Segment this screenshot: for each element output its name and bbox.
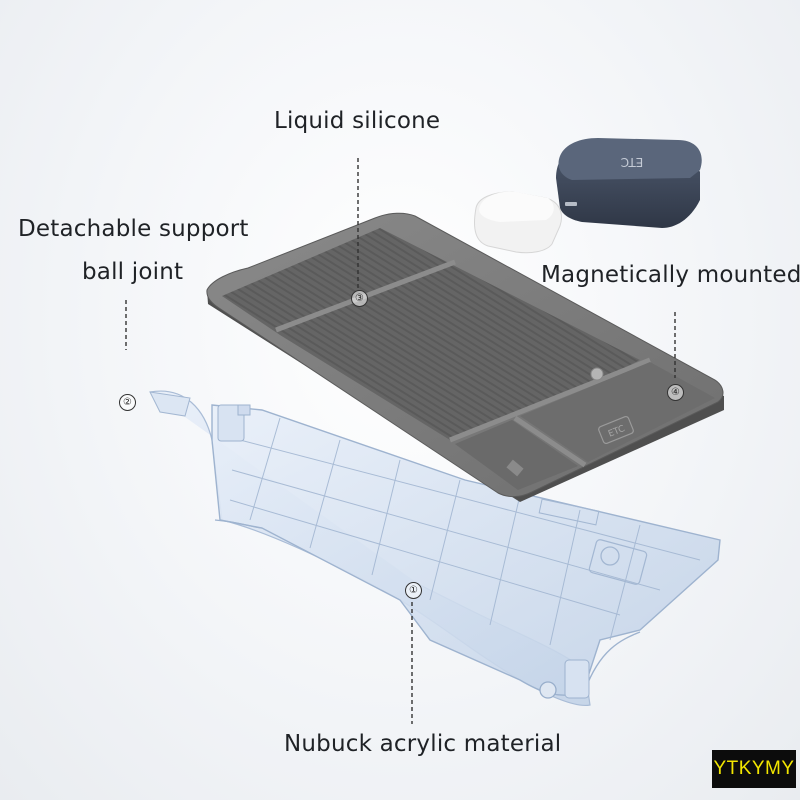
brand-logo: YTKYMY	[712, 750, 796, 788]
marker-2: ②	[119, 394, 136, 411]
label-ball-joint: ball joint	[82, 259, 184, 285]
marker-3: ③	[351, 290, 368, 307]
label-nubuck-acrylic: Nubuck acrylic material	[284, 731, 562, 757]
marker-4: ④	[667, 384, 684, 401]
etc-device-label: ETC	[621, 155, 644, 169]
white-block	[474, 191, 562, 254]
label-detachable-support: Detachable support	[18, 216, 249, 242]
marker-1: ①	[405, 582, 422, 599]
acrylic-base	[149, 390, 721, 706]
etc-device: ETC	[556, 138, 702, 228]
label-liquid-silicone: Liquid silicone	[274, 108, 441, 134]
label-magnetically-mounted: Magnetically mounted	[541, 262, 800, 288]
silicone-tray: ETC	[206, 212, 724, 502]
callout-lines	[125, 158, 676, 724]
